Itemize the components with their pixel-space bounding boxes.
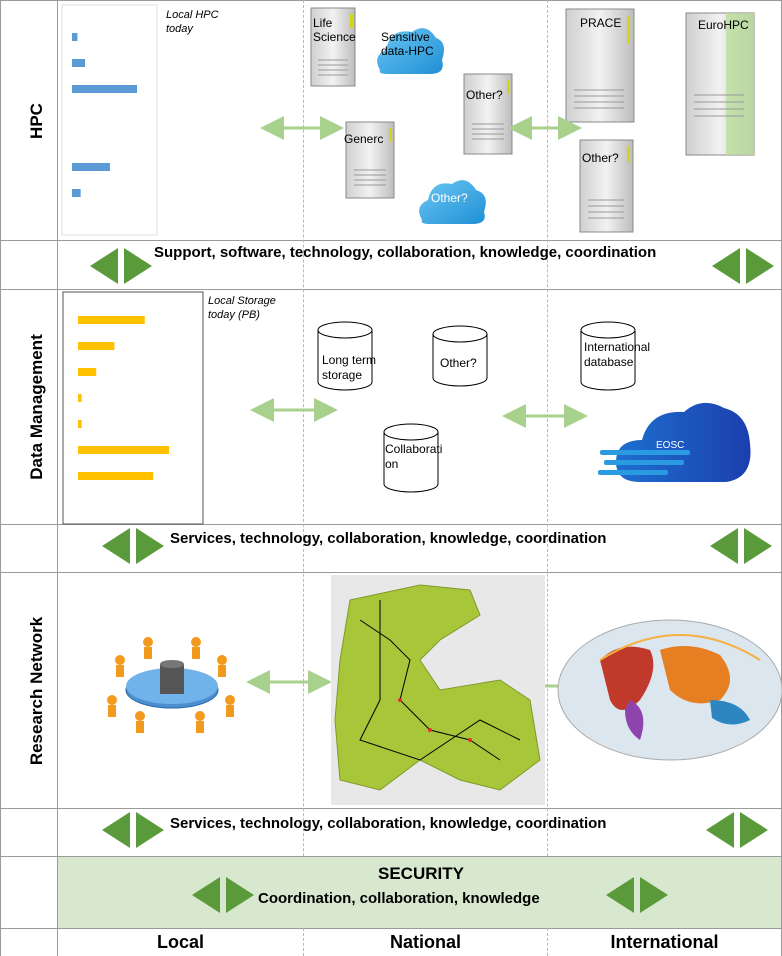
international-network-map (557, 619, 782, 761)
label-line: Science (313, 30, 356, 44)
caption-line: today (PB) (208, 309, 260, 321)
national-network-map (331, 575, 545, 805)
caption-line: Local HPC (166, 9, 219, 21)
grid-line (57, 0, 58, 956)
label-line: database (584, 355, 634, 369)
database-other (432, 325, 488, 387)
other-cloud-label: Other? (431, 191, 468, 205)
local-network-illustration (107, 637, 235, 733)
rn-services-band: Services, technology, collaboration, kno… (170, 815, 607, 832)
green-left-arrow (102, 812, 130, 848)
server-eurohpc (685, 12, 755, 156)
chart-bar (78, 316, 145, 324)
collaboration-label: Collaborati on (385, 442, 442, 472)
caption-line: Local Storage (208, 295, 276, 307)
other-db-label: Other? (440, 356, 477, 370)
other-international-label: Other? (582, 151, 619, 165)
database-collaboration (383, 423, 439, 493)
label-line: International (584, 340, 651, 354)
grid-line (0, 0, 782, 1)
grid-line (0, 572, 782, 573)
local-storage-caption: Local Storage today (PB) (208, 294, 276, 322)
security-title: SECURITY (378, 864, 464, 883)
green-right-arrow (640, 877, 668, 913)
dm-services-band: Services, technology, collaboration, kno… (170, 530, 607, 547)
column-title-national: National (389, 932, 461, 952)
green-right-arrow (744, 528, 772, 564)
generic-label: Generc (344, 132, 384, 146)
label-line: data-HPC (381, 44, 434, 58)
column-title-international: International (610, 932, 719, 952)
label-line: Life (313, 16, 333, 30)
chart-bar (78, 394, 82, 402)
grid-line (0, 808, 782, 809)
local-storage-chart (62, 291, 204, 525)
database-long-term-storage (317, 321, 373, 391)
chart-bar (72, 59, 85, 67)
server-other-national (463, 73, 513, 155)
local-hpc-caption: Local HPC today (166, 8, 219, 36)
green-right-arrow (740, 812, 768, 848)
grid-line (303, 0, 304, 956)
eosc-label: EOSC (656, 440, 685, 451)
other-server-label: Other? (466, 88, 503, 102)
server-life-science (310, 7, 356, 87)
server-other-international (579, 139, 634, 233)
security-subtitle: Coordination, collaboration, knowledge (258, 890, 540, 907)
chart-bar (72, 189, 81, 197)
green-left-arrow (710, 528, 738, 564)
cloud-other-national (419, 180, 486, 224)
local-hpc-chart (61, 4, 158, 236)
chart-bar (78, 368, 97, 376)
prace-label: PRACE (580, 16, 622, 30)
label-line: Collaborati (385, 442, 443, 456)
hpc-support-band: Support, software, technology, collabora… (154, 244, 657, 261)
server-generic (345, 121, 395, 199)
chart-bar (78, 420, 82, 428)
chart-bar (78, 472, 154, 480)
grid-line (0, 524, 782, 525)
grid-line (0, 240, 782, 241)
green-right-arrow (136, 528, 164, 564)
long-term-storage-label: Long term storage (322, 353, 376, 383)
green-left-arrow (606, 877, 634, 913)
green-left-arrow (192, 877, 220, 913)
grid-line (0, 928, 782, 929)
chart-bar (78, 446, 169, 454)
column-title-local: Local (156, 932, 204, 952)
life-science-label: Life Science (313, 16, 356, 44)
label-line: Sensitive (381, 30, 430, 44)
grid-line (0, 289, 782, 290)
green-right-arrow (124, 248, 152, 284)
chart-bar (78, 342, 115, 350)
eurohpc-label: EuroHPC (698, 18, 749, 32)
chart-bar (72, 85, 137, 93)
label-line: on (385, 457, 399, 471)
grid-line (0, 0, 1, 956)
green-right-arrow (226, 877, 254, 913)
green-left-arrow (102, 528, 130, 564)
grid-line (0, 856, 782, 857)
green-left-arrow (706, 812, 734, 848)
green-right-arrow (746, 248, 774, 284)
grid-line (547, 0, 548, 956)
international-database-label: International database (584, 340, 650, 370)
server-prace (565, 8, 635, 123)
cloud-sensitive-data-hpc (377, 28, 444, 74)
green-right-arrow (136, 812, 164, 848)
database-international (580, 321, 636, 391)
label-line: storage (322, 368, 363, 382)
eosc-cloud (598, 402, 751, 482)
chart-bar (72, 33, 78, 41)
caption-line: today (166, 23, 193, 35)
chart-bar (72, 163, 110, 171)
sensitive-data-label: Sensitive data-HPC (381, 30, 434, 58)
label-line: Long term (322, 353, 377, 367)
green-left-arrow (712, 248, 740, 284)
green-left-arrow (90, 248, 118, 284)
